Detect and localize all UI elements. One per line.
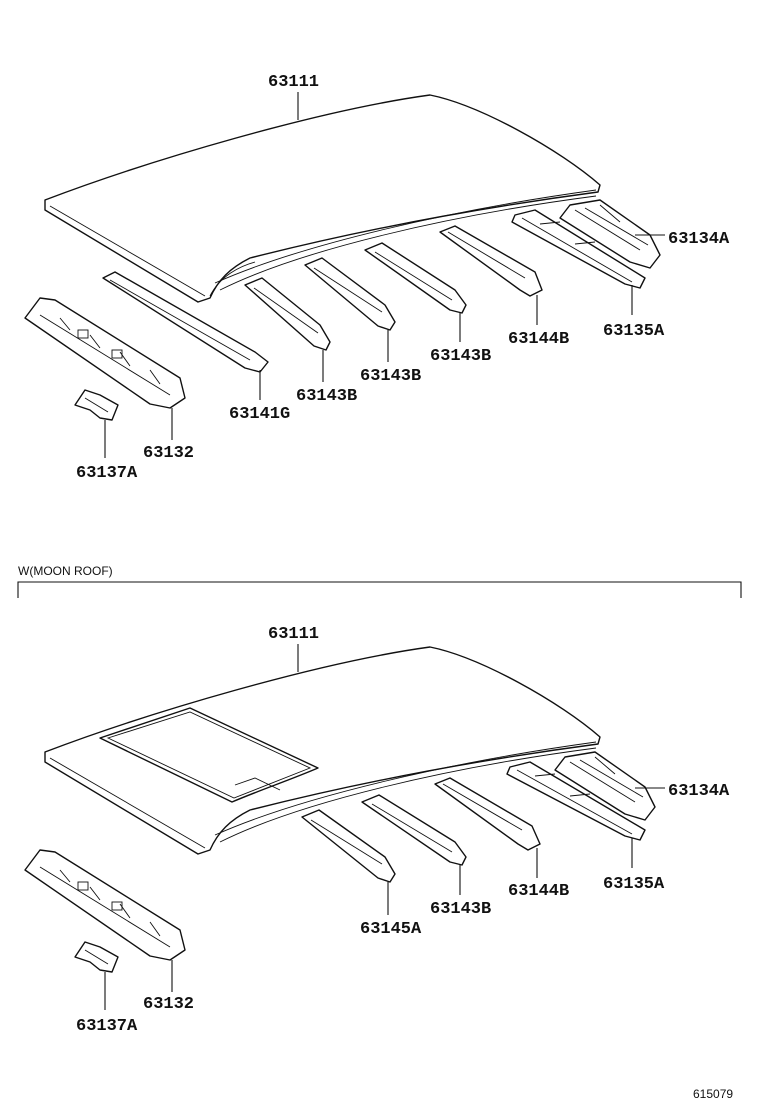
label-bow-1-upper: 63143B [296, 387, 357, 406]
front-header-upper [102, 271, 269, 373]
upper-assembly: 63111 63134A 63135A 63144B 63143B 63143B… [24, 73, 730, 483]
front-panel-lower [24, 849, 186, 961]
label-bow-3-lower: 63143B [430, 900, 491, 919]
roof-panel-upper [44, 94, 601, 303]
label-bow-3-upper: 63143B [430, 347, 491, 366]
roof-bow-4-lower [434, 777, 541, 851]
label-roof-panel-upper: 63111 [268, 73, 319, 92]
label-rail-rear-upper: 63134A [668, 230, 730, 249]
label-roof-panel-lower: 63111 [268, 625, 319, 644]
label-bow-2-upper: 63143B [360, 367, 421, 386]
label-bracket-lower: 63137A [76, 1017, 138, 1036]
label-header-front-upper: 63141G [229, 405, 290, 424]
section-divider: W(MOON ROOF) [17, 564, 742, 598]
rear-rail-upper [559, 199, 661, 269]
roof-bow-2-upper [304, 257, 396, 331]
moon-roof-opening [99, 707, 319, 803]
roof-bow-2-lower [301, 809, 396, 883]
figure-number: 615079 [693, 1087, 733, 1101]
label-rail-rear-lower: 63134A [668, 782, 730, 801]
lower-assembly: 63111 63134A 63135A 63144B 63143B 63145A… [24, 625, 730, 1036]
label-rail-rear-lower-upper: 63135A [603, 322, 665, 341]
label-rail-rear-lower-lower: 63135A [603, 875, 665, 894]
roof-bow-3-upper [364, 242, 467, 314]
roof-panel-lower [44, 646, 601, 855]
label-bow-2-lower: 63145A [360, 920, 422, 939]
label-panel-front-upper: 63132 [143, 444, 194, 463]
label-bow-4-lower: 63144B [508, 882, 569, 901]
section-title: W(MOON ROOF) [18, 564, 113, 578]
roof-bow-3-lower [361, 794, 467, 866]
front-panel-upper [24, 297, 186, 409]
rear-lower-rail-upper [511, 209, 646, 289]
roof-bow-1-upper [244, 277, 331, 351]
label-panel-front-lower: 63132 [143, 995, 194, 1014]
label-bracket-upper: 63137A [76, 464, 138, 483]
rear-rail-lower [554, 751, 656, 821]
bracket-lower [74, 941, 119, 973]
roof-bow-4-upper [439, 225, 543, 297]
bracket-upper [74, 389, 119, 421]
label-bow-4-upper: 63144B [508, 330, 569, 349]
rear-lower-rail-lower [506, 761, 646, 841]
